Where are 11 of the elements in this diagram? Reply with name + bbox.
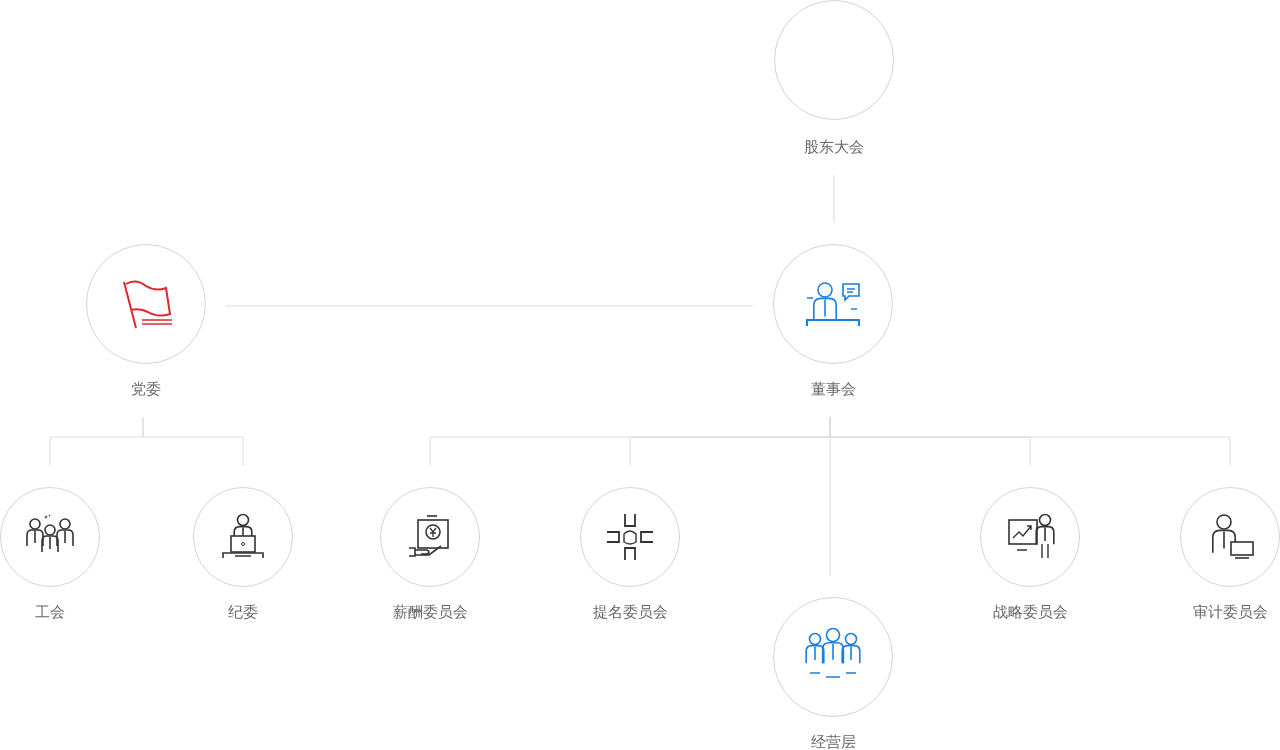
node-label: 提名委员会 (592, 602, 668, 622)
node-label: 经营层 (810, 732, 856, 750)
node-label: 战略委员会 (992, 602, 1068, 622)
node-label: 股东大会 (804, 137, 864, 157)
node-label: 薪酬委员会 (392, 602, 468, 622)
connector-line (142, 416, 244, 467)
node-label: 工会 (35, 602, 65, 622)
node-label: 纪委 (228, 602, 258, 622)
node-label: 审计委员会 (1192, 602, 1268, 622)
node-label: 董事会 (810, 379, 856, 399)
node-label: 党委 (131, 379, 161, 399)
